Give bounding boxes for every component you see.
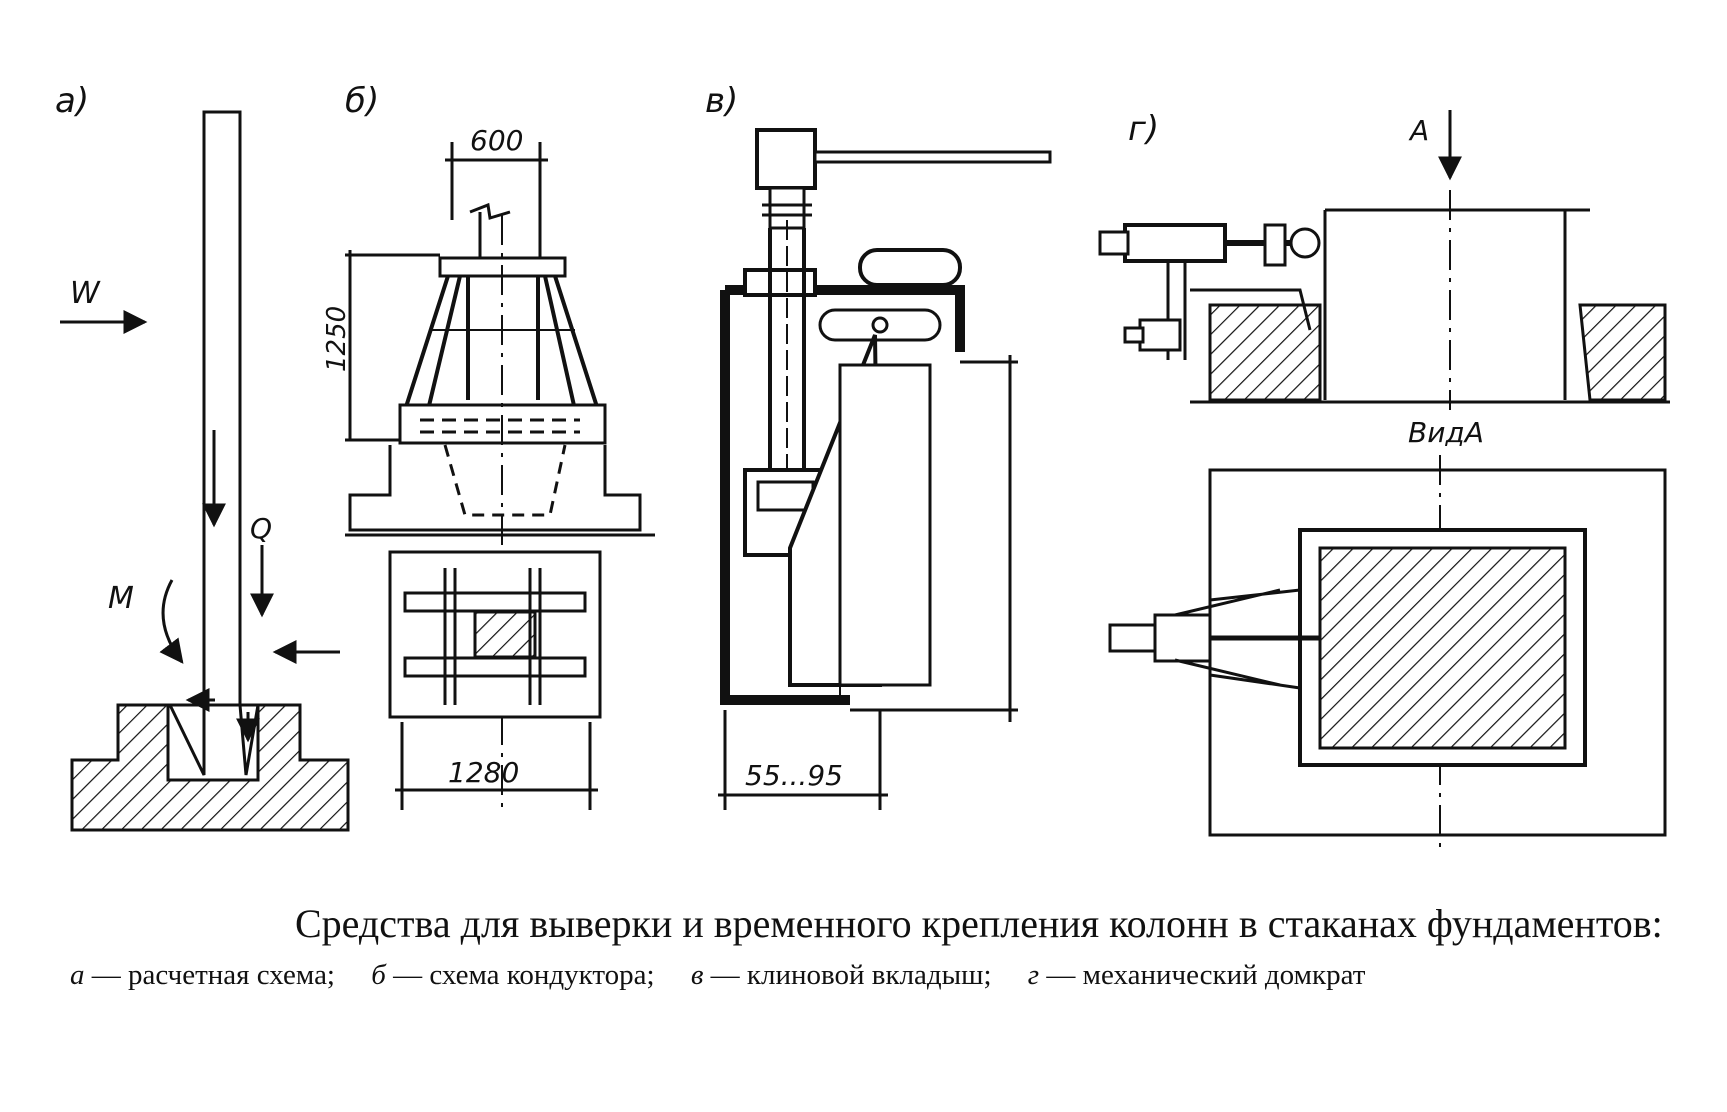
panel-v-wedge-insert: в) 55...95 [705,81,1052,810]
panel-b-conductor-scheme: б) 600 1250 [322,81,655,810]
legend-key-b: б [371,959,386,991]
panel-g-mechanical-jack: г) А ВидА [1098,109,1670,850]
panel-a-calculation-scheme: а) W Q M [55,81,350,832]
legend-key-g: г [1027,959,1040,991]
legend-text-g: механический домкрат [1082,959,1366,991]
column [202,110,242,774]
moment-label: M [108,581,134,616]
dim-1250: 1250 [322,306,352,372]
view-a-label: ВидА [1408,416,1484,449]
dim-1280: 1280 [448,756,519,789]
figure-caption: Средства для выверки и временного крепле… [70,900,1670,994]
caption-legend: а — расчетная схема; б — схема кондуктор… [70,959,1366,991]
legend-text-a: расчетная схема; [128,959,335,991]
load-q-label: Q [250,512,272,545]
legend-text-b: схема кондуктора; [429,959,655,991]
legend-key-v: в [690,959,704,991]
panel-b-label: б) [345,81,379,121]
moment-arc [159,579,184,664]
panel-a-label: а) [55,81,89,121]
arrow-a-label: А [1408,114,1429,147]
legend-key-a: а [70,959,85,991]
load-w-label: W [70,276,101,311]
caption-title: Средства для выверки и временного крепле… [295,901,1663,946]
legend-text-v: клиновой вкладыш; [746,959,992,991]
panel-g-label: г) [1128,109,1159,149]
panel-v-label: в) [705,81,738,121]
dim-600: 600 [470,124,523,157]
dim-55-95: 55...95 [745,759,843,792]
